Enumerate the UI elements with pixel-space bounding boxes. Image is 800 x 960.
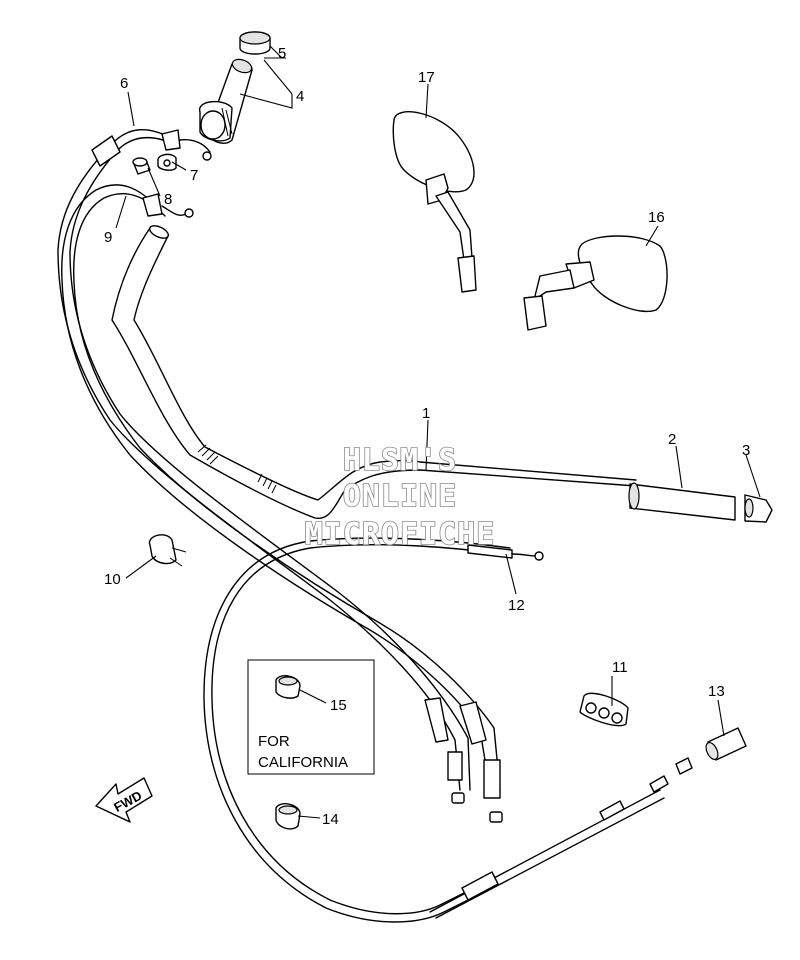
callout-16: 16 xyxy=(648,209,665,226)
return-cable xyxy=(61,184,503,823)
cable-clamp-triple xyxy=(579,692,629,727)
callout-numbers: 1 2 3 4 5 6 7 8 9 10 11 12 13 14 15 16 1… xyxy=(104,45,750,828)
callout-1: 1 xyxy=(422,405,430,422)
handlebar-end-cap xyxy=(744,494,773,523)
callout-7: 7 xyxy=(190,167,198,184)
cable-holder xyxy=(157,153,177,171)
throttle-sleeve-ring xyxy=(239,31,271,55)
callout-6: 6 xyxy=(120,75,128,92)
lower-cable xyxy=(429,757,693,919)
callout-12: 12 xyxy=(508,597,525,614)
callout-17: 17 xyxy=(418,69,435,86)
watermark-line-2: ONLINE xyxy=(343,479,457,514)
handlebar-grip xyxy=(628,482,736,521)
throttle-cable xyxy=(57,129,471,804)
mirror-left xyxy=(392,111,477,293)
forward-direction-arrow: FWD xyxy=(95,777,153,823)
california-box: FOR CALIFORNIA xyxy=(247,659,375,775)
callout-10: 10 xyxy=(104,571,121,588)
callout-5: 5 xyxy=(278,45,286,62)
california-label-line2: CALIFORNIA xyxy=(258,754,348,771)
mirror-right xyxy=(523,235,668,331)
callout-8: 8 xyxy=(164,191,172,208)
handlebar xyxy=(111,225,637,519)
callout-11: 11 xyxy=(612,659,628,676)
clutch-cable xyxy=(203,537,544,923)
cable-adjuster xyxy=(705,727,747,761)
callout-9: 9 xyxy=(104,229,112,246)
callout-4: 4 xyxy=(296,88,304,105)
screw xyxy=(132,157,151,175)
callout-13: 13 xyxy=(708,683,725,700)
callout-15: 15 xyxy=(330,697,347,714)
leader-lines xyxy=(115,45,761,819)
callout-3: 3 xyxy=(742,442,750,459)
throttle-grip xyxy=(199,58,253,144)
clamp xyxy=(148,534,187,567)
watermark: HLSM'S ONLINE MICROFICHE xyxy=(304,442,496,553)
callout-2: 2 xyxy=(668,431,676,448)
california-label-line1: FOR xyxy=(258,733,290,750)
callout-14: 14 xyxy=(322,811,339,828)
watermark-line-3: MICROFICHE xyxy=(305,517,496,552)
clamp-small xyxy=(275,803,301,830)
watermark-line-1: HLSM'S xyxy=(343,443,457,478)
